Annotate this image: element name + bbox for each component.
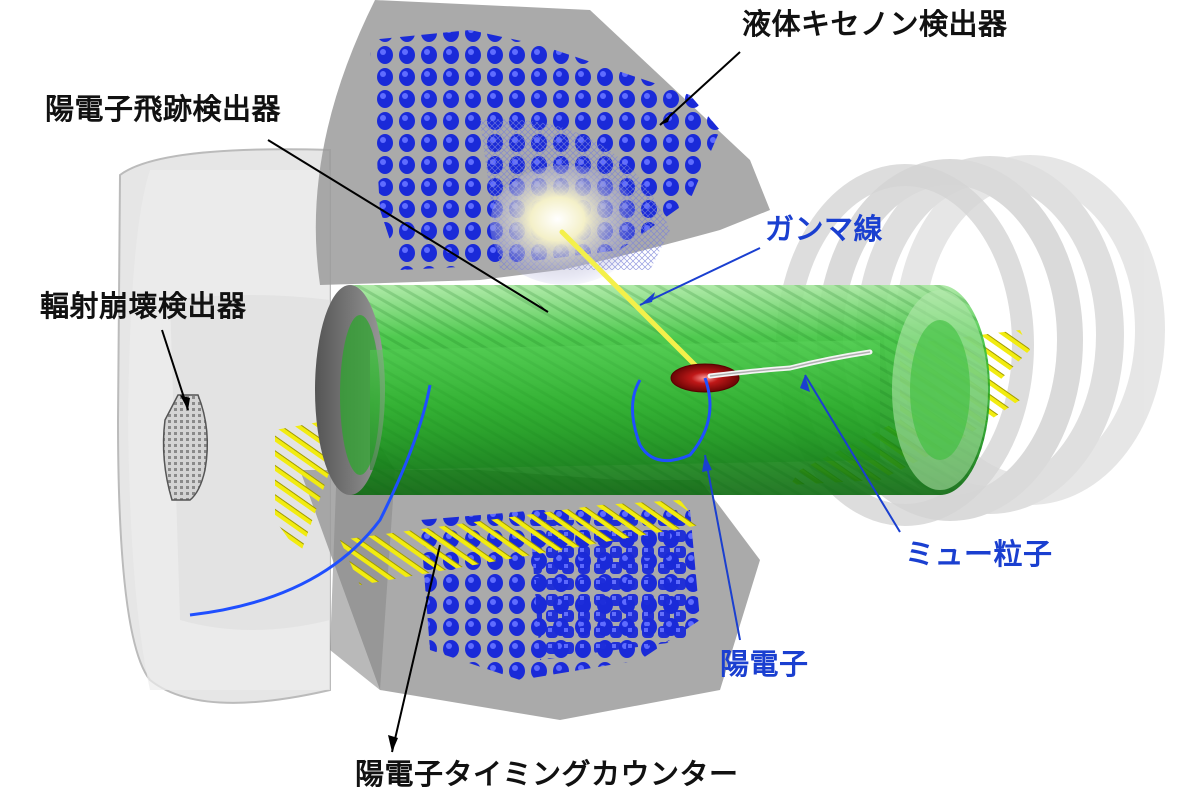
label-muon: ミュー粒子 — [905, 537, 1053, 571]
rdc-detector — [162, 394, 209, 501]
label-timing-counter: 陽電子タイミングカウンター — [355, 757, 739, 791]
positron-track-spiral — [631, 377, 712, 463]
gamma-ray-track — [559, 229, 708, 378]
positron-track-outgoing — [189, 384, 432, 617]
label-positron: 陽電子 — [720, 647, 809, 681]
label-radiative-decay-detector: 輻射崩壊検出器 — [40, 289, 247, 323]
label-lxe-detector: 液体キセノン検出器 — [742, 7, 1008, 41]
label-positron-tracker: 陽電子飛跡検出器 — [45, 92, 282, 126]
label-gamma-ray: ガンマ線 — [765, 212, 884, 246]
